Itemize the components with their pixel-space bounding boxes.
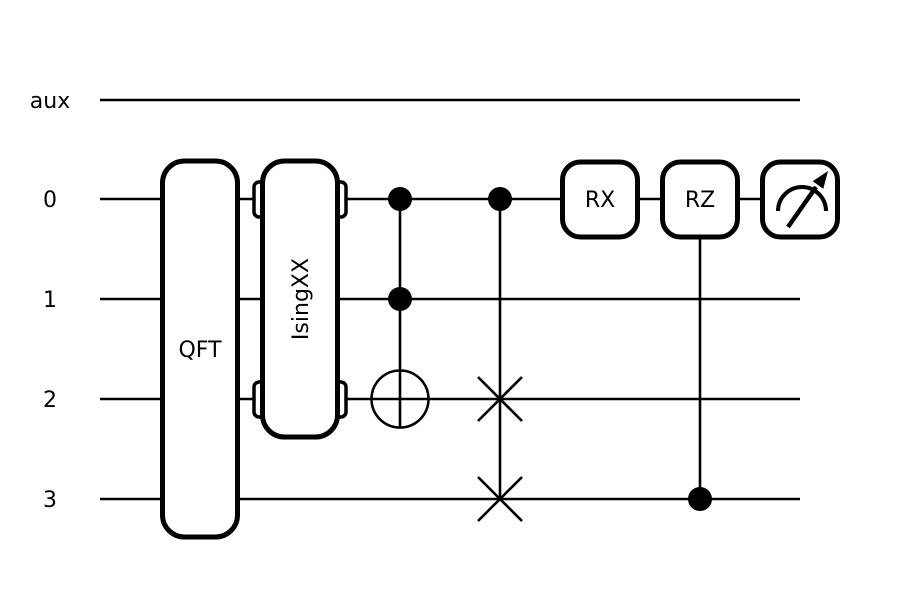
qft-gate: QFT <box>160 158 240 540</box>
wire-labels: aux 0 1 2 3 <box>30 89 70 513</box>
isingxx-gate: IsingXX <box>252 158 348 440</box>
cnot-target-circle <box>370 369 430 429</box>
qft-gate-label: QFT <box>178 338 222 363</box>
swap-x-stroke <box>477 376 523 422</box>
measurement-gate <box>760 159 840 240</box>
meter-needle-arrowhead <box>812 171 828 189</box>
crz-control-dot-wire3 <box>688 487 712 511</box>
crz-gate: RZ <box>660 159 740 511</box>
rz-gate-label: RZ <box>685 188 715 213</box>
wire-label-3: 3 <box>43 488 57 513</box>
isingxx-gate-label: IsingXX <box>289 258 314 340</box>
cswap-control-dot-wire0 <box>488 187 512 211</box>
isingxx-gate-box <box>260 158 340 440</box>
control-dot-wire1 <box>388 287 412 311</box>
rx-gate-label: RX <box>585 188 615 213</box>
meter-icon <box>776 171 828 229</box>
control-dot-wire0 <box>388 187 412 211</box>
meter-needle <box>786 185 818 229</box>
wire-label-2: 2 <box>43 388 57 413</box>
swap-x-stroke <box>477 476 523 522</box>
cswap-gate <box>477 187 523 522</box>
qft-gate-box <box>160 158 240 540</box>
rx-gate-box <box>560 159 640 240</box>
wire-label-1: 1 <box>43 288 57 313</box>
swap-cross-wire3 <box>477 476 523 522</box>
rz-gate-box <box>660 159 740 240</box>
meter-arc <box>776 185 828 212</box>
rx-gate: RX <box>560 159 640 240</box>
wire-label-aux: aux <box>30 89 70 114</box>
swap-cross-wire2 <box>477 376 523 422</box>
wire-label-0: 0 <box>43 188 57 213</box>
toffoli-gate <box>370 187 430 429</box>
